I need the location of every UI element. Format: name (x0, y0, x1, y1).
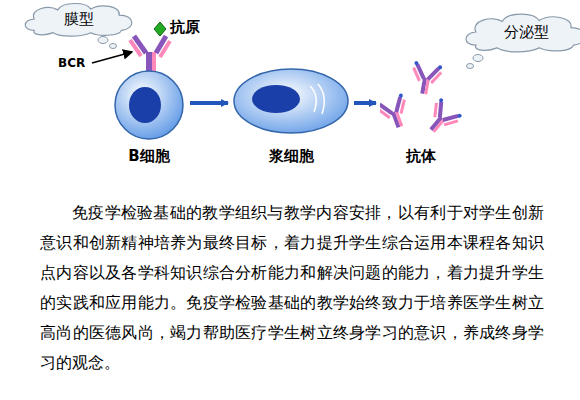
cell-membrane (234, 69, 348, 133)
b-cell: B细胞 (112, 68, 186, 166)
er-stroke (318, 84, 324, 114)
bcr-label: BCR (58, 56, 85, 70)
bcr-receptor (130, 36, 170, 72)
antibody-symbol (409, 61, 442, 96)
cell-nucleus (129, 87, 161, 123)
cloud-text: 膜型 (20, 10, 138, 29)
cell-label: 浆细胞 (222, 147, 360, 166)
antigen-label: 抗原 (170, 18, 200, 37)
node-outline (112, 68, 186, 144)
node-outline (380, 60, 462, 144)
cloud-bubble (467, 64, 474, 69)
cloud-text: 分泌型 (460, 23, 580, 42)
leader-line (92, 52, 132, 63)
body-paragraph: 免疫学检验基础的教学组织与教学内容安排，以有利于对学生创新意识和创新精神培养为最… (40, 198, 544, 378)
plasma-cell: 浆细胞 (232, 66, 350, 166)
antibody-symbol (380, 93, 413, 132)
antibody-group: 抗体 (380, 60, 462, 166)
cell-label: B细胞 (102, 147, 196, 166)
antibody-symbol (421, 98, 462, 140)
cell-nucleus (252, 85, 300, 113)
cloud-bubble (98, 37, 108, 44)
process-arrow (354, 101, 376, 105)
process-arrow (190, 101, 228, 105)
cloud-bubble (110, 44, 117, 49)
er-stroke (310, 86, 316, 112)
callout-cloud: 膜型 (20, 0, 138, 38)
callout-cloud: 分泌型 (460, 10, 580, 54)
cell-membrane (115, 71, 183, 139)
cell-label: 抗体 (370, 147, 472, 166)
antigen-diamond (154, 22, 166, 36)
cloud-bubble (473, 55, 483, 62)
node-outline (232, 66, 350, 144)
